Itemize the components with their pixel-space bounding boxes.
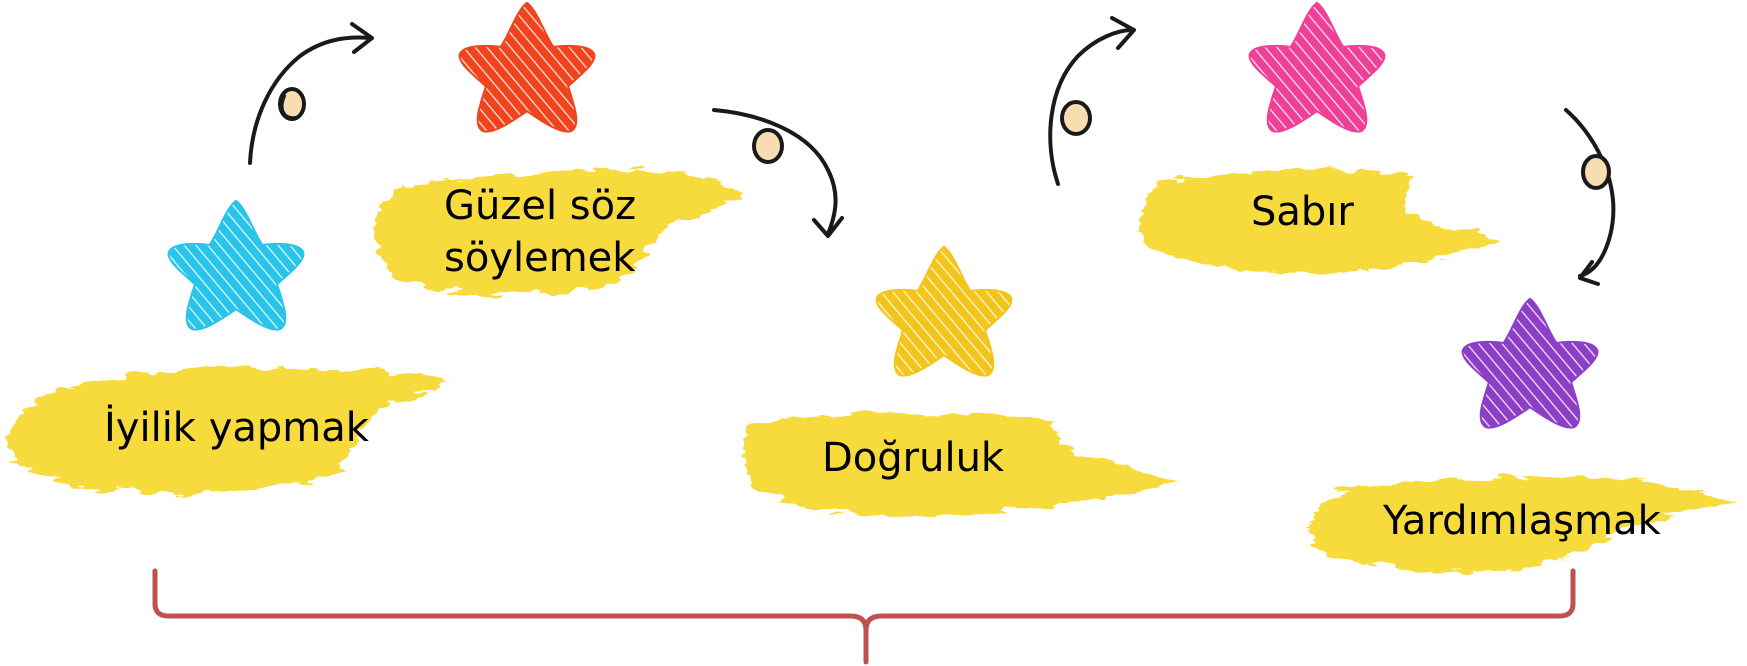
label-yardimlasmak: Yardımlaşmak bbox=[1383, 498, 1661, 544]
curly-arrow-icon-3 bbox=[1048, 16, 1136, 186]
label-guzel-line2: söylemek bbox=[444, 235, 636, 281]
curly-arrow-icon-1 bbox=[248, 22, 374, 165]
star-icon-pink bbox=[1248, 2, 1386, 133]
star-icon-red bbox=[458, 2, 596, 133]
star-icon-yellow bbox=[875, 246, 1013, 377]
brush-stroke-sabir bbox=[1140, 170, 1500, 272]
curly-arrow-icon-4 bbox=[1564, 108, 1616, 286]
label-guzel-soz-soylemek: Güzel söz söylemek bbox=[444, 180, 636, 284]
curly-arrows bbox=[248, 16, 1616, 286]
star-icon-purple bbox=[1461, 298, 1599, 429]
brush-stroke-yardim bbox=[1311, 476, 1735, 573]
stars bbox=[167, 2, 1599, 429]
curly-arrow-icon-2 bbox=[712, 108, 844, 238]
grouping-brace bbox=[152, 568, 1576, 665]
brush-strokes bbox=[9, 170, 1735, 573]
label-sabir: Sabır bbox=[1251, 189, 1354, 235]
star-icon-blue bbox=[167, 200, 305, 331]
label-dogruluk: Doğruluk bbox=[822, 435, 1005, 481]
brush-stroke-dogruluk bbox=[743, 413, 1178, 516]
label-guzel-line1: Güzel söz bbox=[444, 183, 637, 229]
label-iyilik-yapmak: İyilik yapmak bbox=[104, 405, 369, 451]
brush-stroke-iyilik bbox=[9, 366, 451, 493]
brush-stroke-guzel bbox=[375, 170, 745, 294]
